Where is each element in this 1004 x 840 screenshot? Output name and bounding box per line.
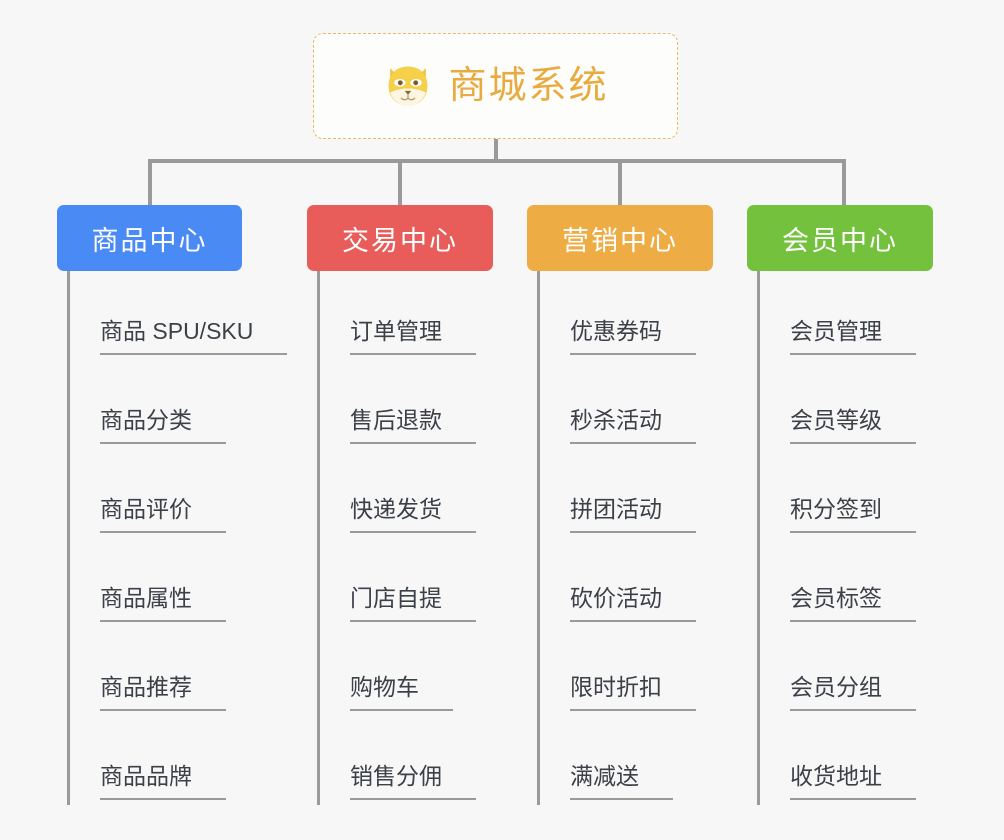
- leaf-list-2: 优惠券码 秒杀活动 拼团活动 砍价活动 限时折扣 满减送: [537, 271, 715, 805]
- category-column-会员中心: 会员中心 会员管理 会员等级 积分签到 会员标签 会员分组 收货地址: [747, 205, 935, 805]
- category-column-营销中心: 营销中心 优惠券码 秒杀活动 拼团活动 砍价活动 限时折扣 满减送: [527, 205, 715, 805]
- category-header-label: 交易中心: [342, 225, 458, 256]
- list-item[interactable]: 会员等级: [760, 360, 935, 449]
- category-header-label: 商品中心: [91, 225, 208, 256]
- leaf-label: 优惠券码: [570, 318, 696, 355]
- list-item[interactable]: 满减送: [540, 716, 715, 805]
- leaf-label: 会员等级: [790, 407, 916, 444]
- list-item[interactable]: 会员分组: [760, 627, 935, 716]
- connector-drop-3: [842, 159, 846, 207]
- leaf-label: 快递发货: [350, 496, 476, 533]
- leaf-list-0: 商品 SPU/SKU 商品分类 商品评价 商品属性 商品推荐 商品品牌: [67, 271, 288, 805]
- leaf-list-1: 订单管理 售后退款 快递发货 门店自提 购物车 销售分佣: [317, 271, 495, 805]
- list-item[interactable]: 商品分类: [70, 360, 245, 449]
- connector-drop-2: [618, 159, 622, 207]
- category-header-0[interactable]: 商品中心: [57, 205, 242, 271]
- shiba-dog-icon: [388, 66, 428, 106]
- list-item[interactable]: 快递发货: [320, 449, 495, 538]
- leaf-label: 积分签到: [790, 496, 916, 533]
- list-item[interactable]: 优惠券码: [540, 271, 715, 360]
- category-header-3[interactable]: 会员中心: [747, 205, 933, 271]
- connector-root-stem: [494, 139, 498, 162]
- connector-bus: [148, 159, 846, 163]
- leaf-label: 商品属性: [100, 585, 226, 622]
- category-header-1[interactable]: 交易中心: [307, 205, 493, 271]
- list-item[interactable]: 商品评价: [70, 449, 245, 538]
- leaf-label: 商品评价: [100, 496, 226, 533]
- leaf-list-3: 会员管理 会员等级 积分签到 会员标签 会员分组 收货地址: [757, 271, 935, 805]
- list-item[interactable]: 售后退款: [320, 360, 495, 449]
- list-item[interactable]: 销售分佣: [320, 716, 495, 805]
- list-item[interactable]: 购物车: [320, 627, 495, 716]
- leaf-label: 订单管理: [350, 318, 476, 355]
- list-item[interactable]: 订单管理: [320, 271, 495, 360]
- connector-drop-0: [148, 159, 152, 207]
- category-header-label: 营销中心: [562, 225, 678, 256]
- leaf-label: 会员管理: [790, 318, 916, 355]
- leaf-label: 销售分佣: [350, 763, 476, 800]
- category-header-label: 会员中心: [782, 225, 898, 256]
- list-item[interactable]: 商品品牌: [70, 716, 245, 805]
- leaf-label: 限时折扣: [570, 674, 696, 711]
- list-item[interactable]: 收货地址: [760, 716, 935, 805]
- leaf-label: 商品推荐: [100, 674, 226, 711]
- leaf-label: 砍价活动: [570, 585, 696, 622]
- leaf-label: 购物车: [350, 674, 453, 711]
- list-item[interactable]: 砍价活动: [540, 538, 715, 627]
- connector-drop-1: [398, 159, 402, 207]
- leaf-label: 门店自提: [350, 585, 476, 622]
- category-column-交易中心: 交易中心 订单管理 售后退款 快递发货 门店自提 购物车 销售分佣: [307, 205, 495, 805]
- list-item[interactable]: 门店自提: [320, 538, 495, 627]
- list-item[interactable]: 会员标签: [760, 538, 935, 627]
- leaf-label: 商品品牌: [100, 763, 226, 800]
- list-item[interactable]: 秒杀活动: [540, 360, 715, 449]
- list-item[interactable]: 限时折扣: [540, 627, 715, 716]
- list-item[interactable]: 积分签到: [760, 449, 935, 538]
- list-item[interactable]: 商品属性: [70, 538, 245, 627]
- list-item[interactable]: 拼团活动: [540, 449, 715, 538]
- leaf-label: 拼团活动: [570, 496, 696, 533]
- leaf-label: 秒杀活动: [570, 407, 696, 444]
- leaf-label: 满减送: [570, 763, 673, 800]
- leaf-label: 售后退款: [350, 407, 476, 444]
- leaf-label: 会员分组: [790, 674, 916, 711]
- leaf-label: 收货地址: [790, 763, 916, 800]
- page-title: 商城系统: [448, 65, 609, 107]
- list-item[interactable]: 商品推荐: [70, 627, 245, 716]
- category-header-2[interactable]: 营销中心: [527, 205, 713, 271]
- leaf-label: 会员标签: [790, 585, 916, 622]
- list-item[interactable]: 会员管理: [760, 271, 935, 360]
- list-item[interactable]: 商品 SPU/SKU: [70, 271, 288, 360]
- category-column-商品中心: 商品中心 商品 SPU/SKU 商品分类 商品评价 商品属性 商品推荐 商品品牌: [57, 205, 288, 805]
- root-node[interactable]: 商城系统: [313, 33, 678, 139]
- leaf-label: 商品分类: [100, 407, 226, 444]
- leaf-label: 商品 SPU/SKU: [100, 318, 288, 355]
